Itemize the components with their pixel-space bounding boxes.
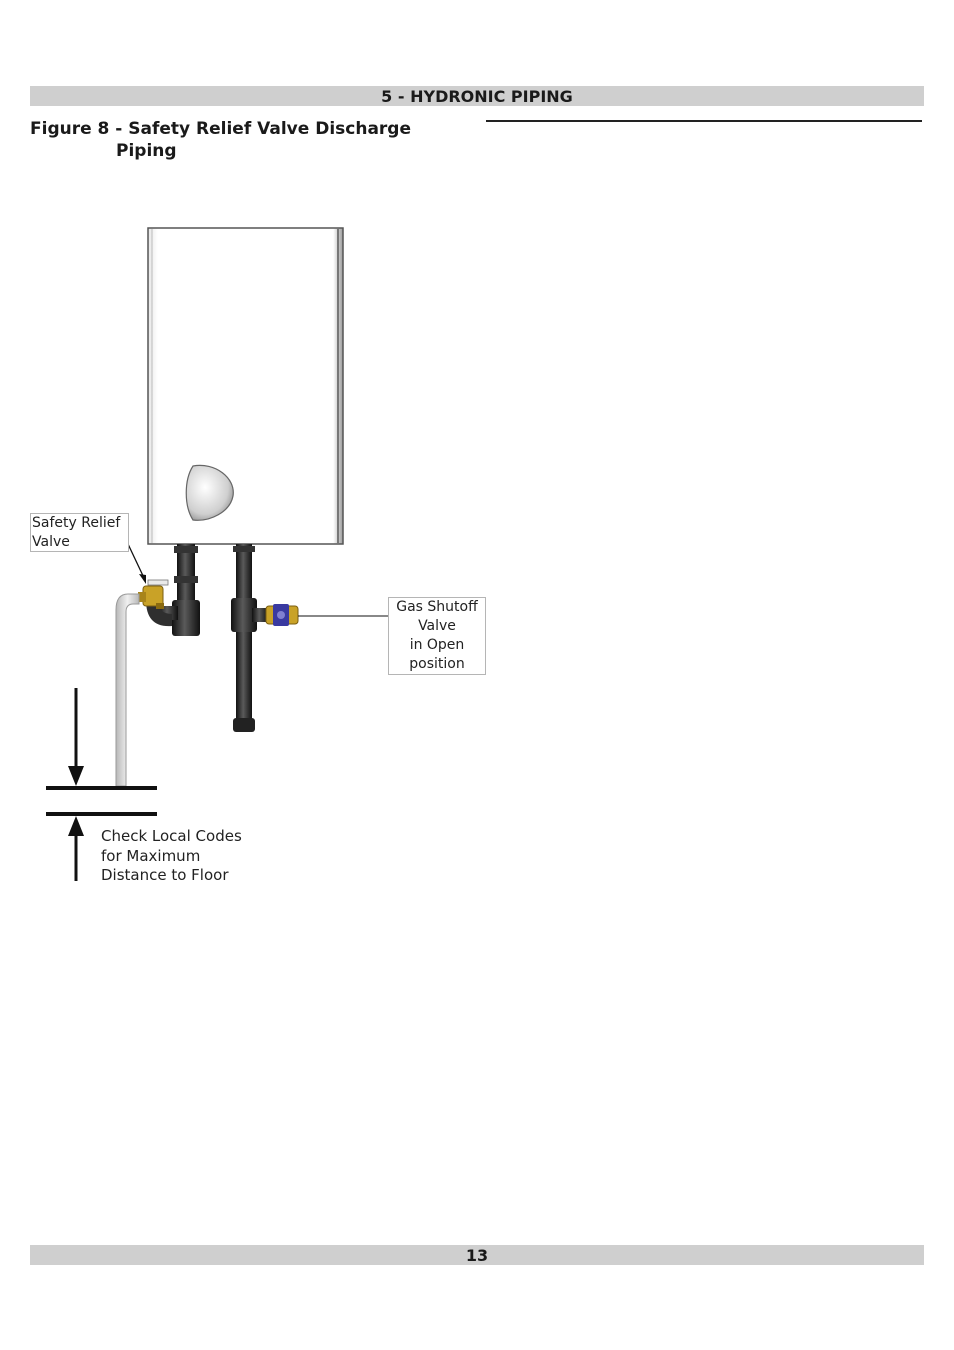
boiler-cabinet [147, 227, 344, 545]
relief-valve-pipe [146, 544, 200, 636]
page-number: 13 [465, 1245, 489, 1265]
gas-shutoff-valve-label-text: Gas Shutoff Valve in Open position [396, 599, 478, 672]
gas-shutoff-valve-label: Gas Shutoff Valve in Open position [388, 597, 486, 675]
safety-relief-valve-label: Safety Relief Valve [30, 513, 129, 552]
control-dome [185, 464, 234, 521]
discharge-pipe [115, 593, 140, 787]
check-local-codes-note: Check Local Codes for Maximum Distance t… [101, 827, 301, 886]
figure-title-line1: Figure 8 - Safety Relief Valve Discharge [30, 119, 411, 139]
section-header-bar: 5 - HYDRONIC PIPING [30, 86, 924, 106]
figure-title-line2: Piping [116, 141, 177, 161]
check-local-codes-text: Check Local Codes for Maximum Distance t… [101, 827, 242, 884]
srv-leader-arrowhead [139, 574, 146, 584]
safety-relief-valve [138, 579, 169, 609]
figure-title: Figure 8 - Safety Relief Valve Discharge… [30, 118, 470, 162]
safety-relief-valve-label-text: Safety Relief Valve [32, 515, 121, 550]
srv-leader-line [127, 543, 146, 581]
title-rule [486, 120, 922, 122]
section-title: 5 - HYDRONIC PIPING [381, 86, 573, 106]
page-footer-bar: 13 [30, 1245, 924, 1265]
gas-shutoff-valve [265, 604, 299, 626]
gas-pipe [231, 544, 268, 732]
floor-distance-dimension [46, 688, 157, 881]
